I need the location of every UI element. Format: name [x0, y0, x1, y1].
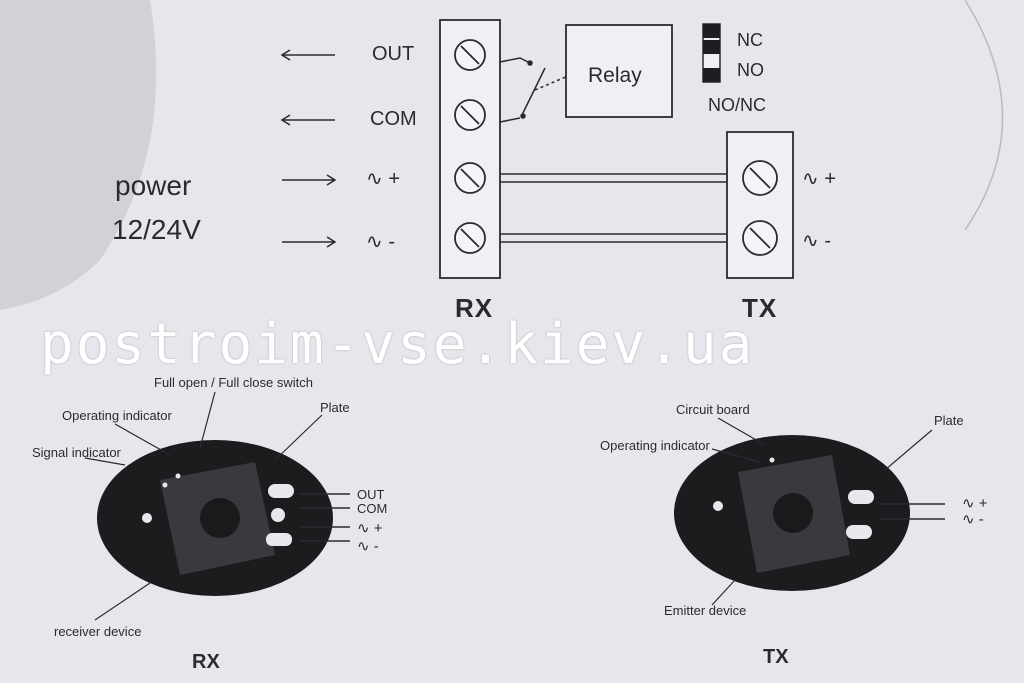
tx-callout-emitter: Emitter device: [664, 603, 747, 618]
arrow-com: [280, 114, 335, 126]
rx-block-title: RX: [455, 293, 494, 323]
rx-callout-lines: [84, 391, 323, 621]
rx-callout-signal-indicator: Signal indicator: [32, 445, 121, 460]
switch-no-label: NO: [737, 60, 764, 80]
rx-device: [84, 391, 350, 621]
tx-pin-minus: ∿ -: [962, 511, 984, 528]
power-wires: [500, 173, 727, 243]
tx-pin-plus: ∿ +: [962, 495, 988, 512]
rx-callout-receiver: receiver device: [54, 624, 142, 639]
terminal-label-out: OUT: [372, 43, 415, 65]
arrow-minus: [282, 236, 337, 248]
tx-terminal-label-plus: ∿ +: [802, 168, 836, 190]
rx-pin-out: OUT: [357, 487, 385, 502]
tx-screws: [742, 160, 778, 256]
relay-label: Relay: [588, 64, 642, 87]
rx-plate-slot: [268, 484, 294, 498]
terminal-label-com: COM: [370, 108, 417, 130]
corner-shade: [0, 0, 157, 310]
rx-pin-plus: ∿ +: [357, 520, 383, 537]
rx-device-title: RX: [192, 651, 220, 673]
tx-block-title: TX: [742, 293, 778, 323]
tx-operating-led: [769, 457, 775, 463]
terminal-label-minus: ∿ -: [366, 231, 395, 253]
switch-nc-label: NC: [737, 30, 763, 50]
power-label: power: [115, 170, 192, 201]
tx-plate-slot: [848, 490, 874, 504]
arrow-plus: [282, 174, 337, 186]
tx-device: [674, 417, 945, 606]
switch-caption: NO/NC: [708, 95, 766, 115]
tx-pin-leads: [880, 503, 945, 520]
rx-screws: [454, 39, 486, 254]
rx-pin-leads: [300, 493, 350, 542]
tx-callout-lines: [711, 417, 933, 606]
rx-pin-com: COM: [357, 501, 388, 516]
watermark: postroim-vse.kiev.ua: [40, 312, 755, 377]
rx-pin-minus: ∿ -: [357, 538, 379, 555]
relay-contacts: [499, 57, 569, 123]
tx-plate-slot: [846, 525, 872, 539]
tx-terminal-block: [726, 131, 794, 279]
rx-lens: [200, 498, 240, 538]
rx-signal-led: [162, 482, 168, 488]
rx-plate-slot: [266, 533, 292, 546]
tx-callout-operating-indicator: Operating indicator: [600, 438, 710, 453]
page-curve: [964, 0, 1004, 231]
no-nc-jumper: [702, 23, 721, 83]
tx-lens: [773, 493, 813, 533]
voltage-label: 12/24V: [112, 214, 201, 245]
rx-mount-hole: [142, 513, 152, 523]
tx-mount-hole: [713, 501, 723, 511]
signal-arrows: [280, 49, 337, 248]
relay-box: [565, 24, 673, 118]
tx-callout-circuit-board: Circuit board: [676, 402, 750, 417]
tx-device-title: TX: [763, 646, 789, 668]
rx-operating-led: [175, 473, 181, 479]
terminal-label-plus: ∿ +: [366, 168, 400, 190]
rx-callout-switch: Full open / Full close switch: [154, 375, 313, 390]
rx-mount-hole: [271, 508, 285, 522]
tx-terminal-label-minus: ∿ -: [802, 230, 831, 252]
tx-callout-plate: Plate: [934, 413, 964, 428]
rx-callout-plate: Plate: [320, 400, 350, 415]
rx-callout-operating-indicator: Operating indicator: [62, 408, 172, 423]
arrow-out: [280, 49, 335, 61]
